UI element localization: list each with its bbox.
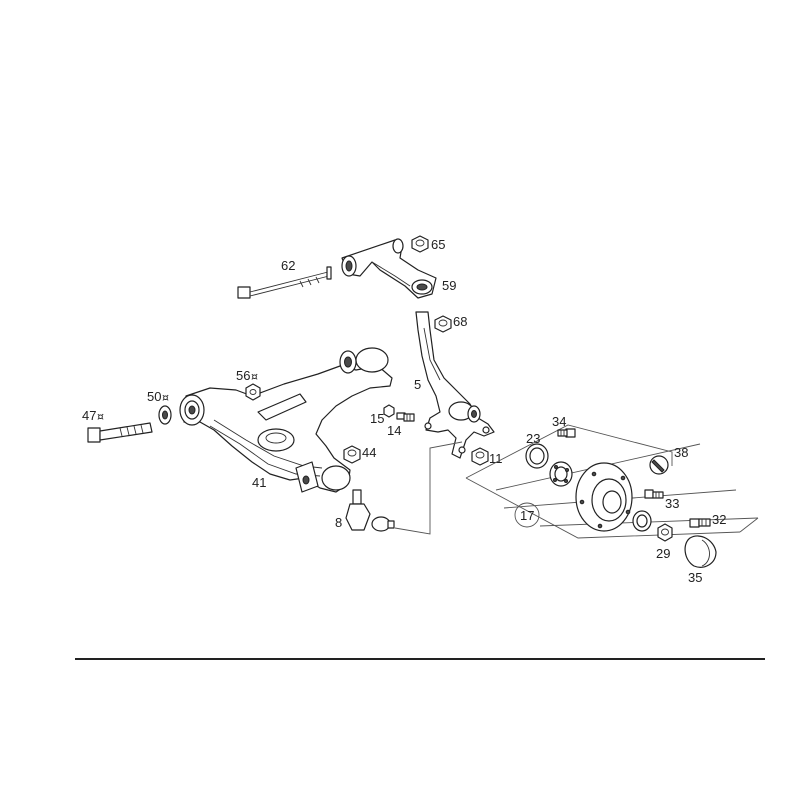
label-11[interactable]: 11 (489, 451, 503, 466)
part-41-lower-control-arm[interactable] (179, 347, 393, 493)
part-29-nut[interactable] (657, 523, 673, 542)
label-29[interactable]: 29 (656, 546, 670, 561)
inner-bearing[interactable] (549, 461, 573, 487)
outer-bearing[interactable] (632, 510, 652, 532)
separator-line (75, 658, 765, 660)
label-41[interactable]: 41 (252, 475, 266, 490)
label-33[interactable]: 33 (665, 496, 679, 511)
part-11-nut[interactable] (471, 447, 489, 466)
part-14-bolt[interactable] (396, 412, 415, 422)
callout-circle-17 (514, 502, 540, 528)
replace-mark-47: ¤ (97, 410, 104, 423)
leader-line-8 (394, 441, 463, 535)
label-59[interactable]: 59 (442, 278, 456, 293)
label-62[interactable]: 62 (281, 258, 295, 273)
label-34[interactable]: 34 (552, 414, 566, 429)
label-44[interactable]: 44 (362, 445, 376, 460)
part-8-ball-joint[interactable] (345, 489, 395, 532)
part-35-grease-cap[interactable] (684, 535, 717, 568)
label-56[interactable]: 56 (236, 368, 250, 383)
part-47-bolt[interactable] (87, 422, 153, 443)
part-44-nut[interactable] (343, 445, 361, 464)
part-32-bolt[interactable] (689, 518, 711, 528)
part-23-seal[interactable] (525, 443, 549, 469)
label-50[interactable]: 50 (147, 389, 161, 404)
upper-control-arm[interactable] (341, 238, 437, 299)
part-17-wheel-hub[interactable] (575, 462, 633, 532)
label-38[interactable]: 38 (674, 445, 688, 460)
replace-mark-50: ¤ (162, 391, 169, 404)
label-15[interactable]: 15 (370, 411, 384, 426)
part-50-washer[interactable] (158, 405, 172, 425)
label-17[interactable]: 17 (520, 508, 534, 523)
part-34-bolt[interactable] (557, 428, 576, 438)
part-15-nut[interactable] (383, 404, 395, 418)
part-68-nut[interactable] (434, 315, 452, 333)
part-56-nut[interactable] (245, 383, 261, 401)
part-5-steering-knuckle[interactable] (415, 311, 495, 459)
part-33-bolt[interactable] (644, 489, 664, 499)
label-5[interactable]: 5 (414, 377, 421, 392)
label-65[interactable]: 65 (431, 237, 445, 252)
label-68[interactable]: 68 (453, 314, 467, 329)
label-14[interactable]: 14 (387, 423, 401, 438)
part-65-nut[interactable] (411, 235, 429, 253)
part-62-bolt[interactable] (237, 266, 332, 299)
label-23[interactable]: 23 (526, 431, 540, 446)
label-8[interactable]: 8 (335, 515, 342, 530)
replace-mark-56: ¤ (251, 370, 258, 383)
label-32[interactable]: 32 (712, 512, 726, 527)
label-47[interactable]: 47 (82, 408, 96, 423)
label-35[interactable]: 35 (688, 570, 702, 585)
wrench-icon[interactable] (649, 455, 669, 475)
